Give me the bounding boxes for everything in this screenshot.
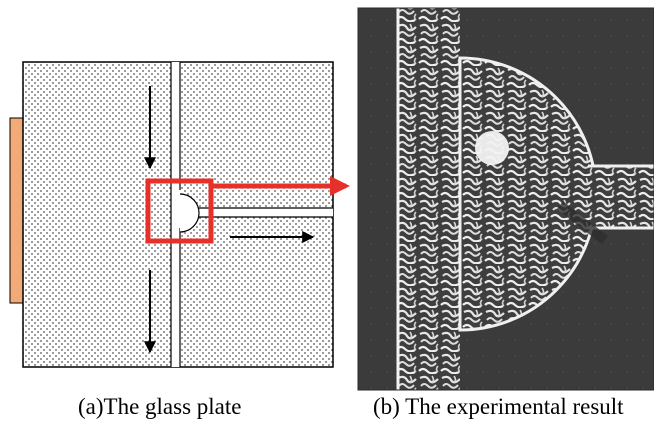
photo-vertical-channel [398, 8, 460, 390]
highlight-box [145, 178, 214, 244]
experimental-photo [358, 8, 654, 390]
caption-glass-plate: (a)The glass plate [78, 394, 242, 419]
photo-bright-spot [475, 131, 509, 165]
glass-plate-diagram [9, 61, 350, 368]
heater-strip [9, 117, 24, 304]
vertical-channel [171, 62, 180, 367]
caption-experimental-result: (b) The experimental result [373, 394, 624, 419]
semicircle-chamber [179, 193, 200, 233]
horizontal-channel [180, 208, 333, 217]
photo-outlet-channel [588, 166, 654, 228]
